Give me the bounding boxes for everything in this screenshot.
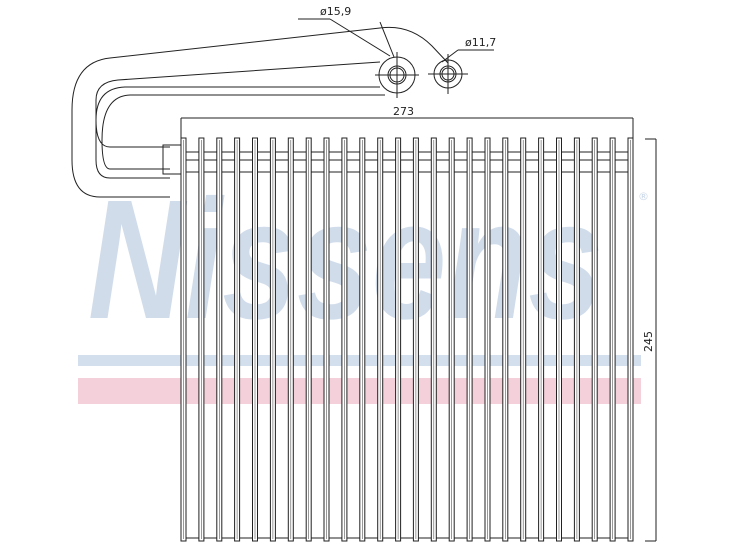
outer-pipe-outline bbox=[71, 26, 449, 198]
registered-mark: ® bbox=[638, 190, 649, 203]
outer-pipe-inner-line bbox=[95, 61, 381, 179]
outlet-fitting bbox=[375, 52, 419, 98]
evaporator-core bbox=[180, 137, 634, 542]
inlet-diameter-label: ø11,7 bbox=[465, 36, 496, 49]
height-label: 245 bbox=[642, 331, 655, 352]
inlet-fitting bbox=[428, 54, 468, 94]
inner-pipe-line bbox=[95, 86, 380, 148]
inner-pipe-lower-line bbox=[101, 94, 385, 170]
width-dimension: 273 bbox=[180, 105, 634, 140]
width-label: 273 bbox=[393, 105, 414, 118]
height-dimension: 245 bbox=[642, 138, 657, 542]
outlet-diameter-label: ø15,9 bbox=[320, 5, 351, 18]
